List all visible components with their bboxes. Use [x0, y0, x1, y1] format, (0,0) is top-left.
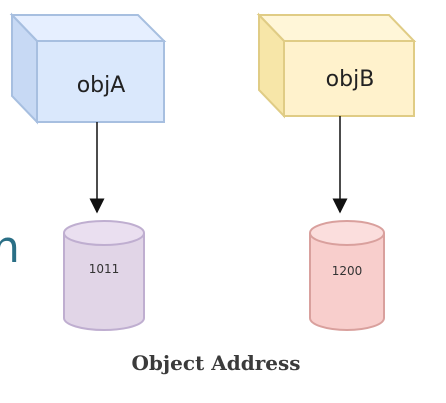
object-a-side-face [11, 12, 38, 125]
object-b-side-face [258, 12, 285, 119]
object-b-top-face [256, 14, 417, 42]
diagram-caption: Object Address [131, 351, 300, 375]
address-b-cylinder: 1200 [309, 220, 385, 331]
object-a-label: objA [77, 73, 126, 98]
object-a-top-face [9, 14, 167, 42]
address-a-cylinder: 1011 [63, 220, 145, 331]
address-a-value: 1011 [89, 262, 120, 276]
object-b-label: objB [326, 67, 375, 92]
object-b-cube: objB [256, 12, 417, 119]
address-b-value: 1200 [332, 264, 363, 278]
edge-text-fragment: n [0, 222, 20, 273]
object-a-cube: objA [9, 12, 167, 125]
